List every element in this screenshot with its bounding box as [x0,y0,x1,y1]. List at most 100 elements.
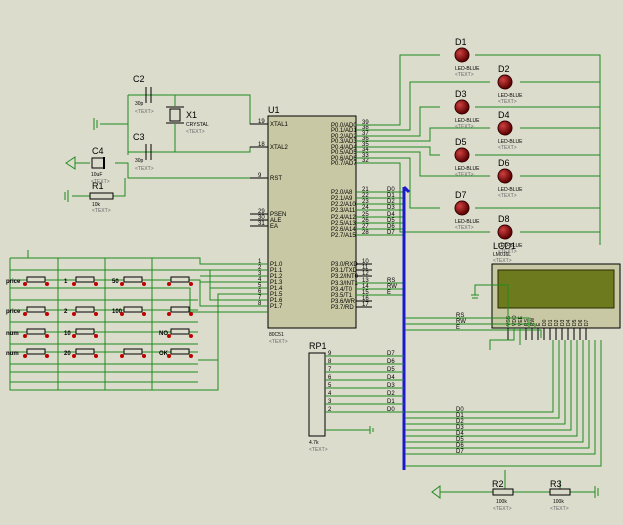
led-type: LED-BLUE [455,166,480,172]
mcu-pin-name: P0.5/AD5 [331,150,357,156]
keypad-button[interactable] [167,276,193,286]
mcu-pin-number: 13 [362,278,369,284]
led-placeholder: <TEXT> [455,72,474,78]
p2-net-label: D1 [387,193,395,199]
c2-placeholder: <TEXT> [135,109,154,115]
mcu-pin-number: 8 [258,301,262,307]
mcu-pin-name: P2.5/A13 [331,221,356,227]
mcu-pin-number: 7 [258,295,262,301]
bus-net-label: D2 [456,419,464,425]
keypad-button[interactable] [23,328,49,338]
resistor-r2[interactable]: R2 100k <TEXT> [492,479,514,512]
mcu-pin-name: P2.1/A9 [331,196,353,202]
keypad-button[interactable] [23,306,49,316]
key-body [170,348,190,355]
keypad-row-label: price [6,309,21,315]
lcd-pin-name: VSS [506,315,512,326]
lcd-pin-name: E [536,322,542,326]
led-placeholder: <TEXT> [455,225,474,231]
crystal-x1[interactable]: X1 CRYSTAL <TEXT> [166,106,209,135]
mcu-pin-name: P0.4/AD4 [331,145,357,151]
capacitor-c4[interactable]: C4 10uF <TEXT> [91,146,110,185]
mcu-pin-number: 22 [362,193,369,199]
keypad-button[interactable]: 100 [112,306,146,316]
keypad-button[interactable]: 20 [64,348,98,358]
keypad-button[interactable]: OK [159,348,193,358]
mcu-pin-name: P3.4/T0 [331,287,353,293]
mcu-pin-name: P1.4 [270,286,283,292]
resistor-r3[interactable]: R3 100k <TEXT> [549,479,571,512]
rp1-net-label: D6 [387,359,395,365]
key-contact [45,354,49,358]
mcu-pin-number: 30 [258,215,265,221]
bus-net-label: D6 [456,443,464,449]
mcu-pin-name: EA [270,224,278,230]
bus-net-label: D4 [456,431,464,437]
capacitor-c2[interactable]: C2 30p <TEXT> [133,74,154,115]
keypad-button[interactable]: 50 [112,276,146,286]
keypad-button[interactable]: 2 [64,306,98,316]
led-type: LED-BLUE [455,118,480,124]
keypad-button[interactable] [23,276,49,286]
mcu-pin-number: 1 [258,259,262,265]
keypad-button[interactable]: NO [159,328,193,338]
keypad-button[interactable] [120,348,146,358]
p2-net-label: D3 [387,205,395,211]
key-contact [72,312,76,316]
mcu-pin-number: 37 [362,131,369,137]
keypad-button[interactable]: 10 [64,328,98,338]
p2-net-label: D6 [387,224,395,230]
mcu-pin-number: 31 [258,221,265,227]
capacitor-c3[interactable]: C3 30p <TEXT> [133,132,154,172]
mcu-pin-number: 28 [362,230,369,236]
keypad-button[interactable] [23,348,49,358]
key-body [123,348,143,355]
rp1-net-label: D4 [387,375,395,381]
led-body [454,200,470,216]
led-ref: D4 [498,110,510,120]
mcu-pin-name: P1.7 [270,304,283,310]
mcu-pin-number: 18 [258,142,265,148]
mcu-pin-number: 21 [362,187,369,193]
mcu-pin-number: 27 [362,224,369,230]
led-body [497,74,513,90]
keypad-row-label: price [6,279,21,285]
led-placeholder: <TEXT> [498,249,517,255]
led-body [497,168,513,184]
mcu-pin-name: P2.2/A10 [331,202,356,208]
c3-value: 30p [135,158,144,164]
rp1-net-label: D7 [387,351,395,357]
u1-ref: U1 [268,105,280,115]
led-body [454,47,470,63]
r1-placeholder: <TEXT> [92,208,111,214]
mcu-pin-number: 17 [362,302,369,308]
resistor-r1[interactable]: R1 10k <TEXT> [89,181,114,214]
mcu-pin-name: P1.6 [270,298,283,304]
oscillator-circuit: C2 30p <TEXT> X1 CRYSTAL <TEXT> C3 30p <… [64,74,268,214]
led-type: LED-BLUE [498,187,523,193]
key-contact [23,312,27,316]
mcu-pin-name: P1.0 [270,262,283,268]
lcd-wiring [405,317,602,467]
key-contact [72,282,76,286]
key-body [26,306,46,313]
keypad-button[interactable] [167,306,193,316]
x1-value: CRYSTAL [186,122,209,128]
keypad-button[interactable]: 1 [64,276,98,286]
mcu-pin-name: XTAL1 [270,122,289,128]
key-body [26,276,46,283]
lcd-pin-name: D3 [560,319,566,326]
